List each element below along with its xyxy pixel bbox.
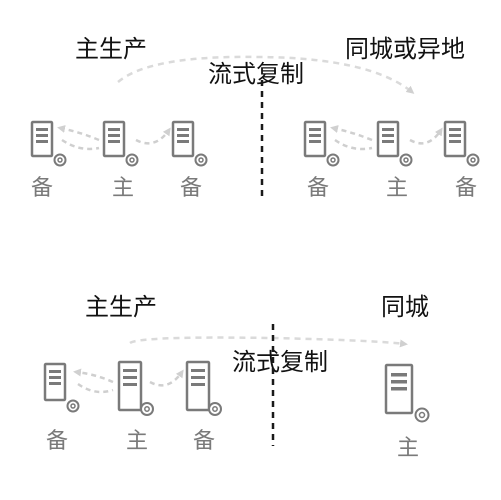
- server-gear-icon: [171, 120, 208, 167]
- bottom-left-connector-1b: [77, 382, 114, 394]
- top-left-connector-1: [57, 125, 100, 142]
- server-gear-icon: [30, 120, 67, 167]
- server-gear-icon: [117, 360, 154, 416]
- server-gear-icon: [102, 120, 139, 167]
- server-gear-icon: [185, 360, 222, 416]
- role-label: 主: [112, 176, 134, 201]
- server-gear-icon: [43, 362, 80, 413]
- role-label: 主: [397, 436, 419, 461]
- role-label: 备: [307, 176, 329, 201]
- top-right-title: 同城或异地: [345, 35, 465, 63]
- server-gear-icon: [443, 120, 480, 167]
- server-gear-icon: [303, 120, 340, 167]
- role-label: 备: [180, 176, 202, 201]
- bottom-left-connector-2: [149, 369, 184, 387]
- top-left-title: 主生产: [75, 35, 147, 63]
- bottom-right-title: 同城: [381, 293, 429, 321]
- bottom-replication-arrow: [129, 336, 408, 348]
- top-replication-label: 流式复制: [208, 60, 304, 88]
- role-label: 主: [386, 176, 408, 201]
- top-left-connector-2: [135, 127, 171, 145]
- bottom-replication-label: 流式复制: [232, 348, 328, 376]
- top-replication-arrow: [117, 55, 415, 94]
- bottom-panel: 主生产 同城 流式复制: [43, 293, 430, 461]
- role-label: 备: [193, 429, 215, 454]
- top-right-connector-1: [330, 125, 373, 142]
- top-panel: 主生产 同城或异地 流式复制: [30, 35, 480, 201]
- role-label: 备: [31, 176, 53, 201]
- server-gear-icon: [384, 363, 430, 423]
- server-gear-icon: [376, 120, 413, 167]
- top-left-connector-1b: [61, 138, 100, 151]
- role-label: 主: [126, 429, 148, 454]
- role-label: 备: [46, 429, 68, 454]
- role-label: 备: [455, 176, 477, 201]
- top-right-connector-1b: [334, 138, 373, 151]
- bottom-left-connector-1: [73, 368, 114, 384]
- bottom-left-title: 主生产: [85, 293, 157, 321]
- top-right-connector-2: [409, 127, 443, 145]
